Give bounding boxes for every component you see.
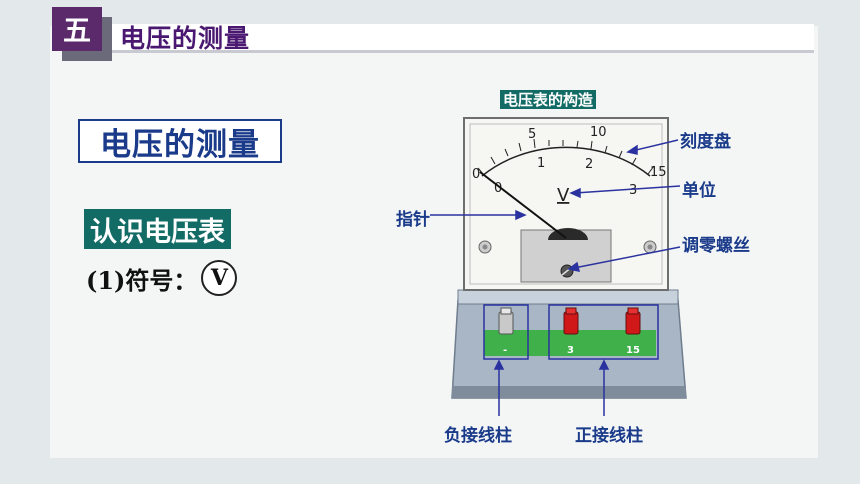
terminal-neg-label: - xyxy=(503,345,507,356)
label-pointer: 指针 xyxy=(396,210,430,230)
meter-pointer xyxy=(479,171,567,239)
scale-upper-5: 5 xyxy=(528,127,536,142)
topic-title-text: 电压的测量 xyxy=(100,126,260,163)
scale-upper-15: 15 xyxy=(650,165,667,180)
meter-unit: V xyxy=(557,185,570,206)
negative-terminal-icon xyxy=(498,307,514,335)
zero-screw-arrow xyxy=(573,246,681,269)
terminal-3-icon xyxy=(563,307,579,335)
meter-base-bottom xyxy=(452,386,686,398)
voltmeter-symbol-letter: V xyxy=(210,265,228,291)
scale-arc xyxy=(481,146,651,177)
dial-arrow xyxy=(631,139,679,152)
structure-title: 电压表的构造 xyxy=(500,90,597,109)
label-zero-screw: 调零螺丝 xyxy=(682,236,750,256)
symbol-row: (1)符号： V xyxy=(86,260,238,296)
symbol-label: (1)符号： xyxy=(86,265,198,295)
label-negative-terminal: 负接线柱 xyxy=(444,426,512,446)
scale-upper-10: 10 xyxy=(590,125,607,140)
header-bar xyxy=(112,24,814,50)
positive-terminal-box xyxy=(548,304,659,360)
scale-lower-1: 1 xyxy=(537,156,545,171)
terminal-3-label: 3 xyxy=(567,345,574,356)
subheading-label: 认识电压表 xyxy=(84,209,231,249)
terminal-15-icon xyxy=(625,307,641,335)
label-unit: 单位 xyxy=(682,181,716,201)
scale-lower-3: 3 xyxy=(629,183,637,198)
header-divider xyxy=(112,50,814,53)
meter-face-border xyxy=(469,123,663,285)
scale-lower-2: 2 xyxy=(585,157,593,172)
scale-ticks xyxy=(477,138,655,175)
unit-arrow xyxy=(574,185,681,194)
label-positive-terminal: 正接线柱 xyxy=(575,426,643,446)
section-number-badge: 五 xyxy=(52,7,102,51)
meter-base-top xyxy=(457,289,679,305)
negative-terminal-box xyxy=(483,304,529,360)
scale-upper-0: 0 xyxy=(472,167,480,182)
voltmeter-symbol-icon: V xyxy=(201,260,238,296)
topic-title-box: 电压的测量 xyxy=(78,119,282,163)
terminal-15-label: 15 xyxy=(626,345,640,356)
scale-lower-0: 0 xyxy=(494,181,502,196)
label-dial: 刻度盘 xyxy=(680,132,731,152)
section-title: 电压的测量 xyxy=(120,24,251,53)
